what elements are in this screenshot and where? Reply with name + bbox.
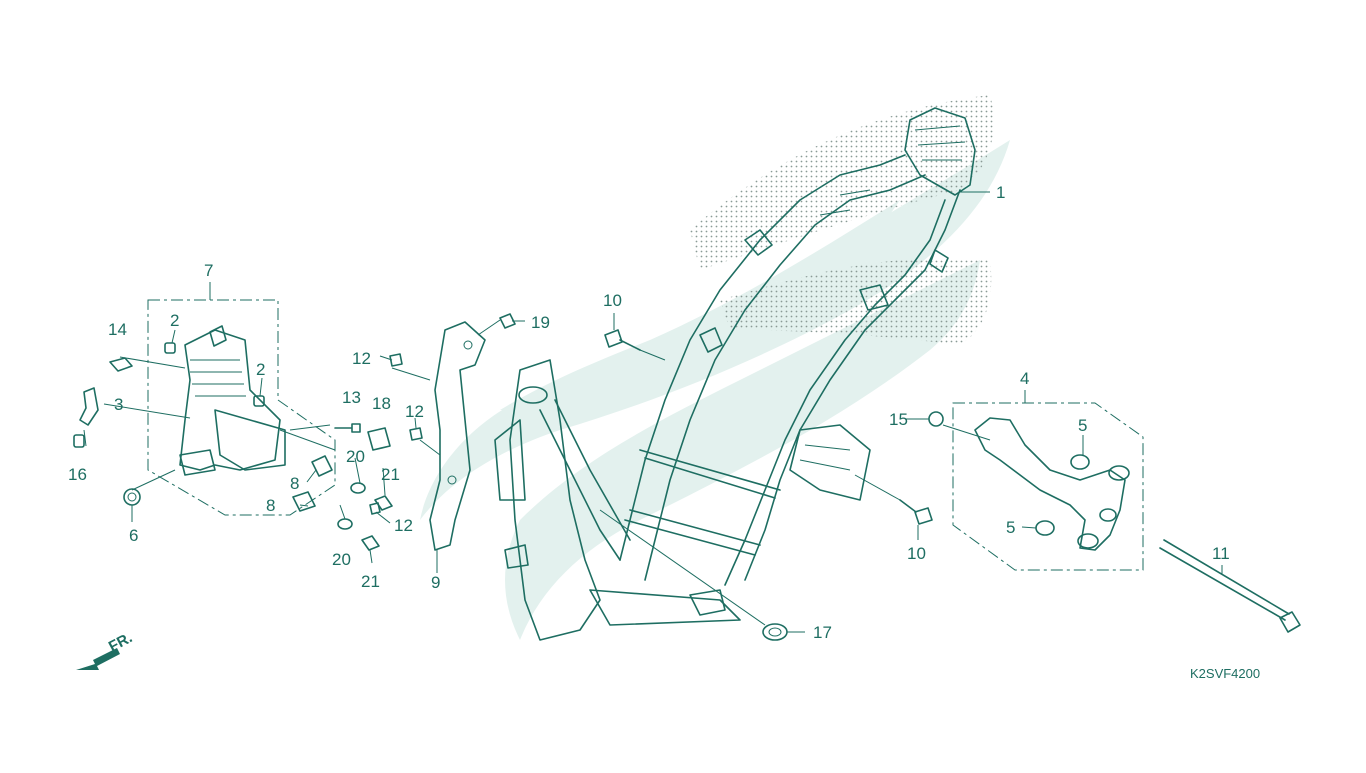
side-bracket-9 [429,321,486,551]
engine-hanger-4 [952,402,1144,571]
callout-9: 9 [431,573,440,592]
bracket-assembly-7 [147,299,336,516]
front-direction-arrow: FR. [76,629,135,670]
callout-11: 11 [1212,544,1230,563]
callout-3: 3 [114,395,123,414]
callout-2: 2 [170,311,179,330]
callout-12: 12 [352,349,371,368]
callout-10: 10 [907,544,926,563]
callout-6: 6 [129,526,138,545]
callout-21: 21 [381,465,400,484]
callout-13: 13 [342,388,361,407]
callout-8: 8 [290,474,299,493]
callout-21: 21 [361,572,380,591]
callout-16: 16 [68,465,87,484]
callout-20: 20 [346,447,365,466]
callout-2: 2 [256,360,265,379]
callout-numbers: 1 7 2 2 14 3 16 6 8 8 13 18 20 21 12 12 … [68,183,1230,642]
callout-7: 7 [204,261,213,280]
callout-8: 8 [266,496,275,515]
callout-18: 18 [372,394,391,413]
main-frame [494,107,976,641]
arrow-icon [76,648,120,670]
callout-15: 15 [889,410,908,429]
callout-5: 5 [1078,416,1087,435]
callout-10: 10 [603,291,622,310]
callout-12: 12 [394,516,413,535]
callout-4: 4 [1020,369,1029,388]
callout-5: 5 [1006,518,1015,537]
diagram-code: K2SVF4200 [1190,666,1260,681]
callout-19: 19 [531,313,550,332]
leader-lines [83,191,1223,633]
callout-20: 20 [332,550,351,569]
callout-14: 14 [108,320,127,339]
callout-12: 12 [405,402,424,421]
callout-1: 1 [996,183,1005,202]
pivot-shaft-11 [1159,539,1301,633]
callout-17: 17 [813,623,832,642]
